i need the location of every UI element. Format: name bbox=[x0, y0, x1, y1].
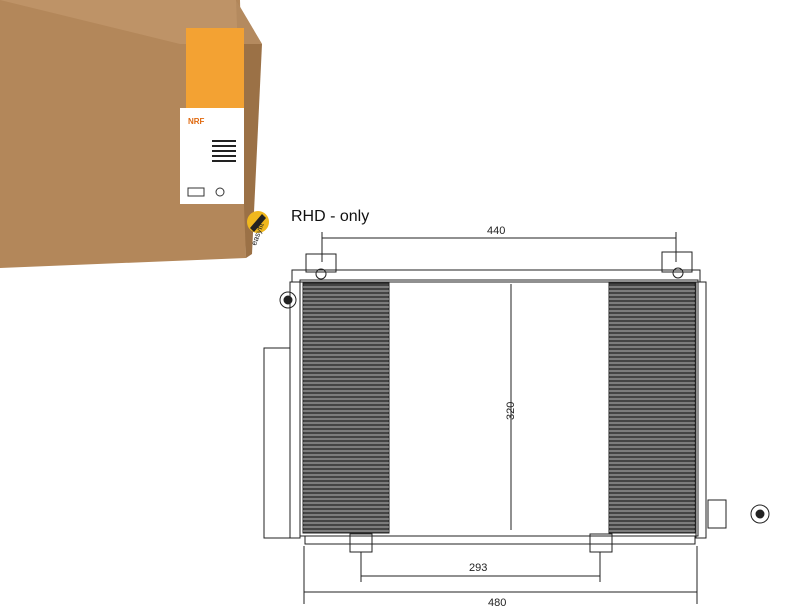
top-header bbox=[291, 269, 701, 283]
dim-bottom-inner: 293 bbox=[469, 562, 487, 574]
receiver-dryer bbox=[263, 347, 291, 539]
top-left-bolt bbox=[315, 268, 327, 280]
easyfit-badge-icon: easyfit bbox=[247, 211, 269, 247]
condenser-drawing bbox=[263, 251, 770, 553]
dim-height: 320 bbox=[505, 402, 517, 420]
dim-bottom-total: 480 bbox=[488, 597, 506, 609]
ce-mark-icon bbox=[187, 187, 205, 197]
barcode-icon bbox=[212, 140, 236, 162]
outlet-block bbox=[707, 499, 727, 529]
recycle-icon bbox=[215, 187, 225, 197]
right-tank bbox=[695, 281, 707, 539]
outlet-port bbox=[750, 504, 770, 524]
bottom-rail bbox=[304, 535, 696, 545]
nrf-logo: NRF bbox=[188, 117, 205, 126]
cardboard-box: NRF bbox=[0, 0, 262, 268]
rhd-only-label: RHD - only bbox=[291, 208, 370, 225]
left-fin-block bbox=[302, 282, 390, 534]
bottom-left-bracket bbox=[349, 533, 373, 553]
top-right-bolt bbox=[672, 267, 684, 279]
right-fin-block bbox=[608, 282, 696, 534]
inlet-port bbox=[279, 291, 297, 309]
left-tank bbox=[289, 281, 301, 539]
top-left-bracket bbox=[305, 253, 337, 273]
dimension-lines bbox=[303, 232, 698, 604]
top-right-bracket bbox=[661, 251, 693, 273]
dim-width-top: 440 bbox=[487, 225, 505, 237]
box-orange-label bbox=[186, 28, 244, 112]
bottom-right-bracket bbox=[589, 533, 613, 553]
